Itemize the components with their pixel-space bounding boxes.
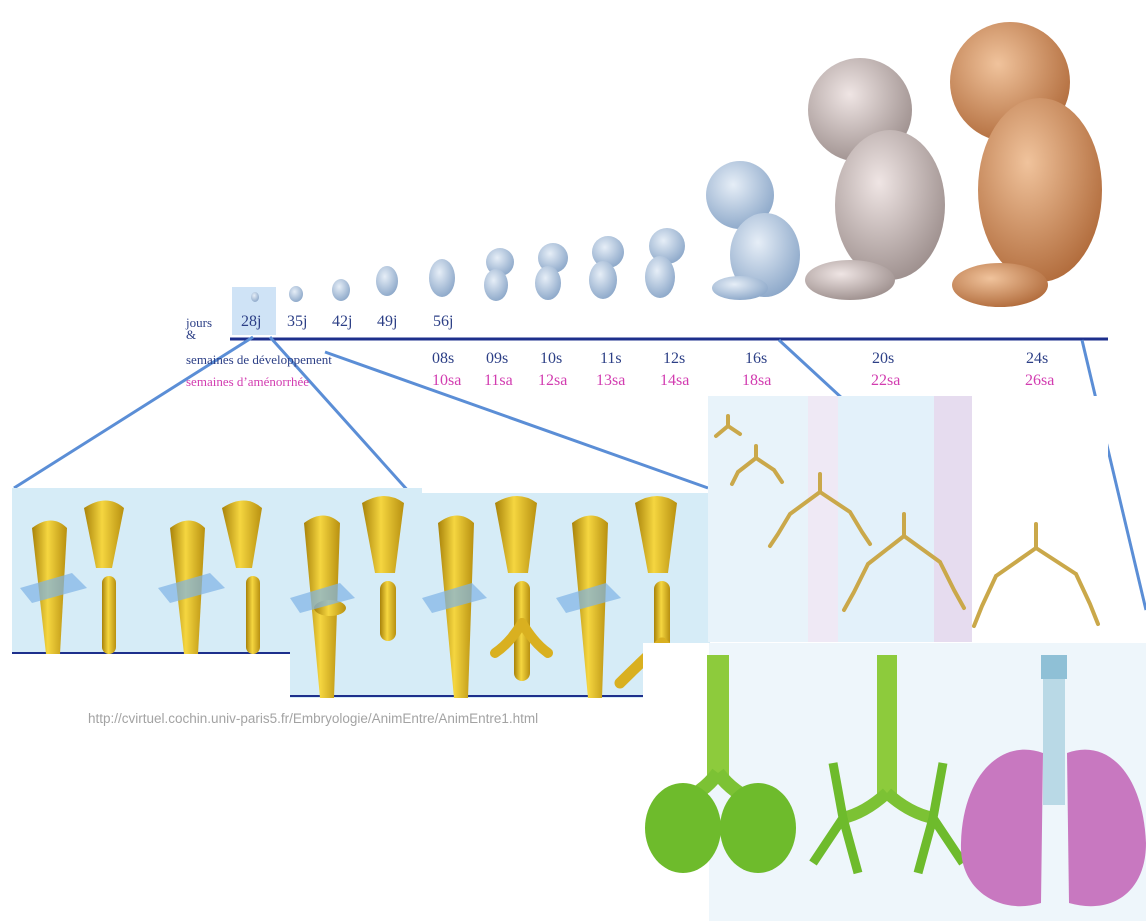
day-label: 28j — [241, 313, 261, 331]
day-label: 49j — [377, 313, 397, 331]
week-label: 16s — [745, 350, 767, 368]
sa-label: 13sa — [596, 372, 625, 390]
sa-label: 18sa — [742, 372, 771, 390]
bronchial-branching-panel — [708, 396, 1108, 642]
amenorrhea-weeks-label: semaines d’aménorrhée — [186, 374, 309, 390]
source-url: http://cvirtuel.cochin.univ-paris5.fr/Em… — [88, 711, 538, 726]
dev-weeks-label: semaines de développement — [186, 352, 332, 368]
sa-label: 14sa — [660, 372, 689, 390]
sa-label: 26sa — [1025, 372, 1054, 390]
week-label: 09s — [486, 350, 508, 368]
sa-label: 22sa — [871, 372, 900, 390]
week-label: 12s — [663, 350, 685, 368]
week-label: 10s — [540, 350, 562, 368]
week-label: 08s — [432, 350, 454, 368]
sa-label: 11sa — [484, 372, 513, 390]
sa-label: 12sa — [538, 372, 567, 390]
day-label: 56j — [433, 313, 453, 331]
sa-label: 10sa — [432, 372, 461, 390]
week-label: 11s — [600, 350, 622, 368]
day-label: 35j — [287, 313, 307, 331]
amp-header: & — [186, 327, 196, 343]
lungs-panel — [643, 643, 1146, 921]
day-label: 42j — [332, 313, 352, 331]
week-label: 24s — [1026, 350, 1048, 368]
week-label: 20s — [872, 350, 894, 368]
